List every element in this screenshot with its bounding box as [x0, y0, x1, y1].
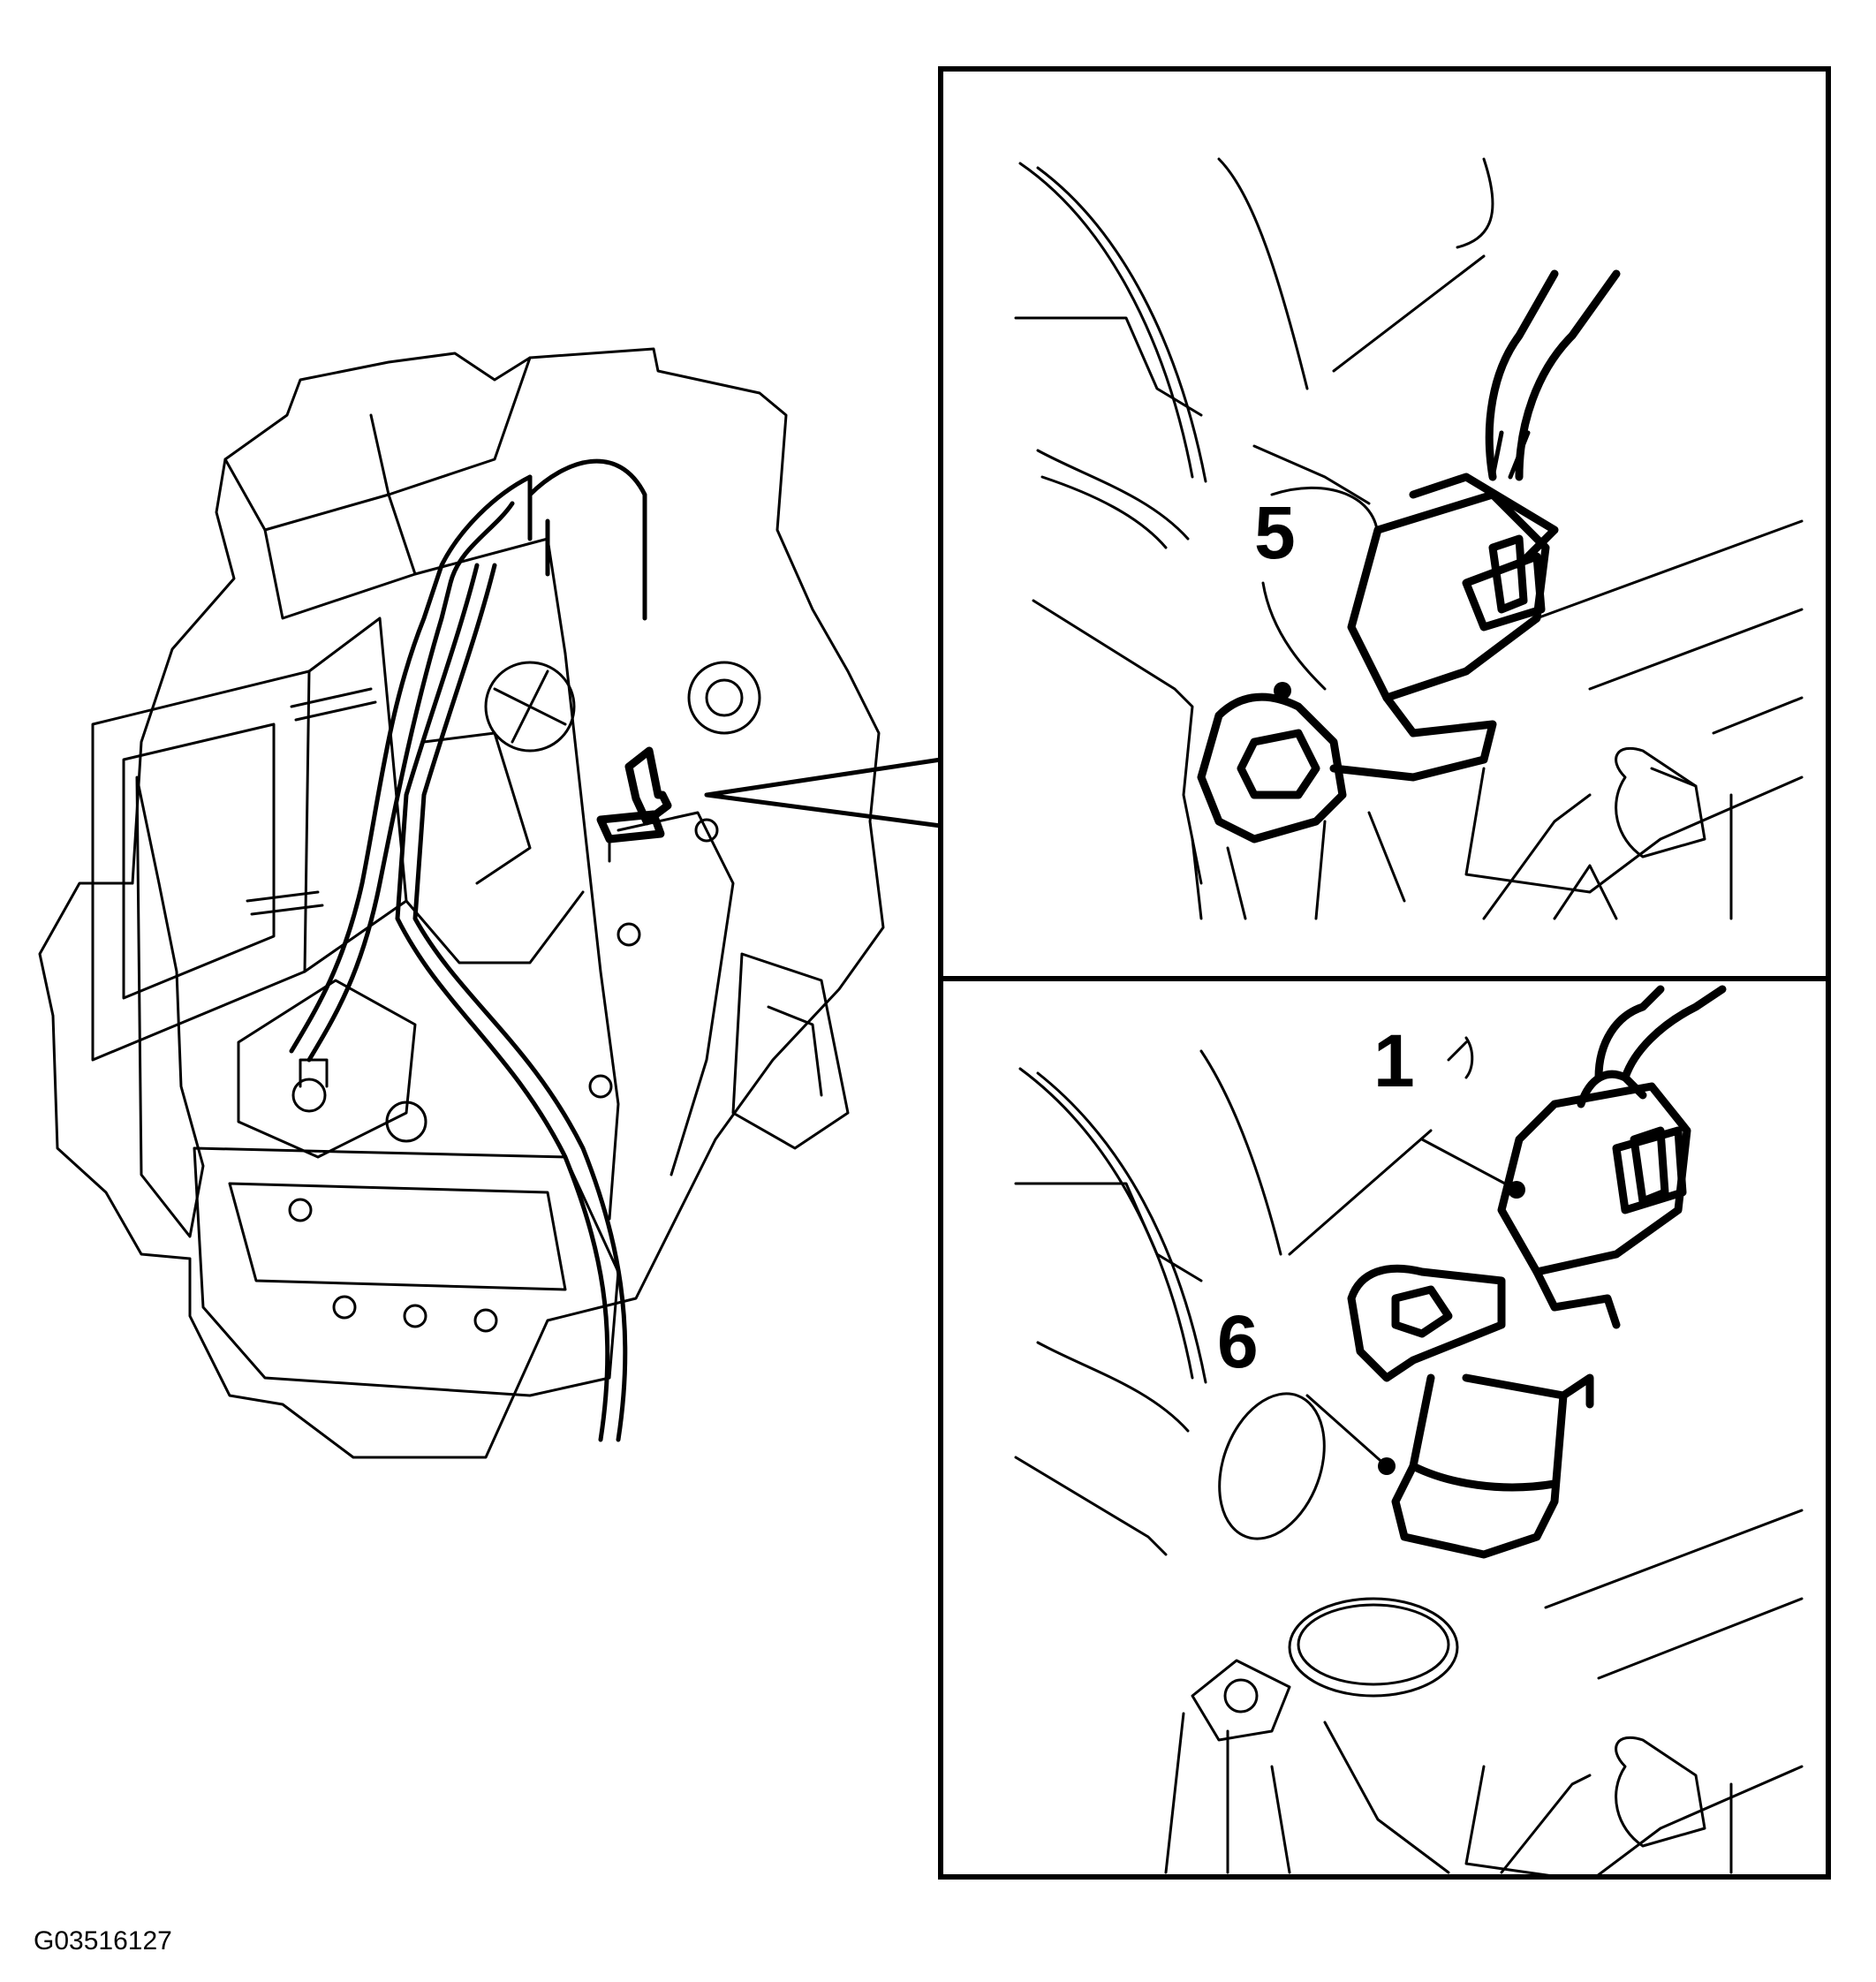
callout-label-1: 1: [1373, 1019, 1415, 1102]
callout-label-5: 5: [1254, 491, 1296, 574]
figure-id: G03516127: [34, 1926, 172, 1956]
detail-panel-bottom: 1 6: [938, 976, 1831, 1880]
callout-label-6: 6: [1217, 1300, 1259, 1383]
detail-panel-top: 5: [938, 66, 1831, 981]
transmission-assembly: [38, 347, 885, 1459]
detail-pointer: [704, 757, 943, 828]
